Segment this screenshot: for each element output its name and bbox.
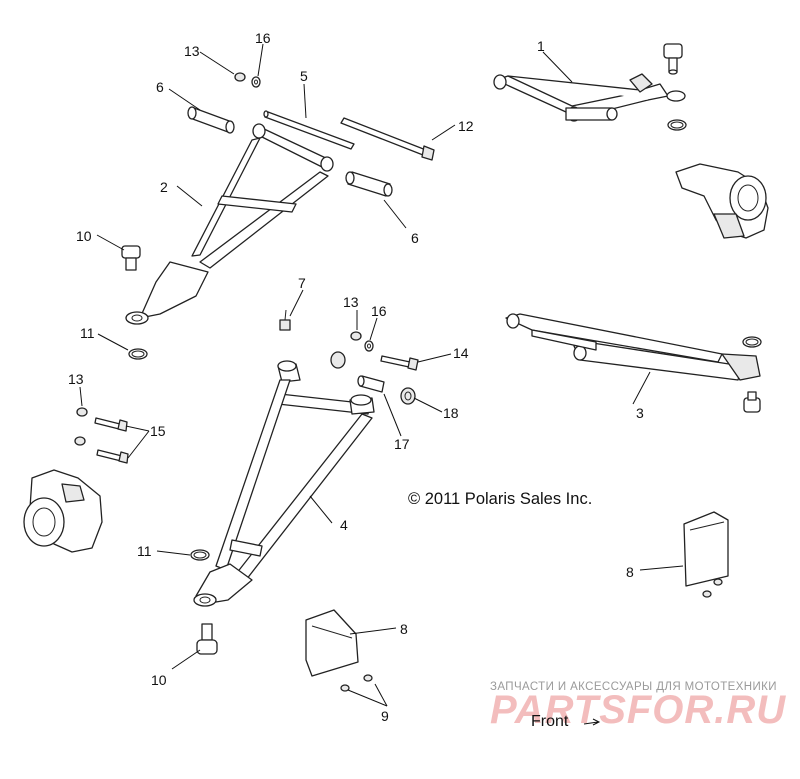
callout-15: 15 (150, 423, 166, 439)
ball-joint-icon (743, 391, 761, 413)
nut-icon (74, 436, 86, 446)
ball-joint-icon (663, 43, 683, 75)
washer-icon (364, 340, 374, 352)
callout-6a: 6 (156, 79, 164, 95)
callout-10b: 10 (151, 672, 167, 688)
callout-3: 3 (636, 405, 644, 421)
callout-16b: 16 (371, 303, 387, 319)
part-steering-knuckle-left (23, 469, 103, 553)
nut-icon (350, 331, 362, 341)
callout-13c: 13 (68, 371, 84, 387)
screw-icon (340, 674, 373, 692)
snap-ring-icon (128, 348, 148, 360)
bushing-icon (357, 375, 385, 393)
nut-icon (76, 407, 88, 417)
callout-13a: 13 (184, 43, 200, 59)
front-arrow-icon (583, 718, 601, 726)
callout-7: 7 (298, 275, 306, 291)
bolt-icon (94, 417, 128, 432)
callout-labels: 1 2 3 4 5 6 6 7 8 8 9 10 10 11 11 12 13 … (68, 30, 644, 724)
guard-plate-icon (683, 511, 729, 587)
pivot-shaft-icon (263, 110, 355, 150)
bushing-icon (330, 351, 346, 369)
callout-14: 14 (453, 345, 469, 361)
bushing-icon (400, 387, 416, 405)
front-label-text: Front (531, 713, 569, 730)
callout-18: 18 (443, 405, 459, 421)
callout-1: 1 (537, 38, 545, 54)
copyright-notice: © 2011 Polaris Sales Inc. (408, 490, 593, 508)
front-label: Front (531, 713, 568, 731)
watermark-caption: ЗАПЧАСТИ И АКСЕССУАРЫ ДЛЯ МОТОТЕХНИКИ (490, 681, 777, 693)
snap-ring-icon (190, 549, 210, 561)
callout-8b: 8 (626, 564, 634, 580)
callout-16a: 16 (255, 30, 271, 46)
leader-lines (79, 43, 684, 707)
callout-13b: 13 (343, 294, 359, 310)
callout-5: 5 (300, 68, 308, 84)
nut-icon (234, 72, 246, 82)
callout-4: 4 (340, 517, 348, 533)
callout-6b: 6 (411, 230, 419, 246)
ball-joint-icon (196, 623, 218, 655)
callout-2: 2 (160, 179, 168, 195)
callout-9: 9 (381, 708, 389, 724)
ball-joint-icon (121, 245, 141, 271)
callout-17: 17 (394, 436, 410, 452)
part-upper-a-arm-right (493, 73, 686, 122)
bushing-icon (187, 106, 235, 134)
grease-fitting-icon (279, 309, 291, 331)
guard-plate-icon (305, 609, 359, 677)
bolt-icon (340, 117, 435, 161)
watermark-logo: PARTSFOR.RU (490, 688, 787, 732)
callout-12: 12 (458, 118, 474, 134)
callout-8a: 8 (400, 621, 408, 637)
part-lower-a-arm-right (505, 313, 762, 381)
screw-icon (702, 578, 723, 598)
callout-11b: 11 (137, 543, 152, 559)
washer-icon (251, 76, 261, 88)
part-upper-a-arm-left (125, 123, 334, 325)
bushing-icon (345, 171, 393, 197)
part-lower-a-arm-left (193, 360, 375, 607)
bolt-icon (96, 449, 129, 464)
part-steering-knuckle-right (675, 163, 769, 239)
callout-10a: 10 (76, 228, 92, 244)
callout-11a: 11 (80, 325, 95, 341)
snap-ring-icon (667, 119, 687, 131)
bolt-icon (380, 355, 419, 371)
